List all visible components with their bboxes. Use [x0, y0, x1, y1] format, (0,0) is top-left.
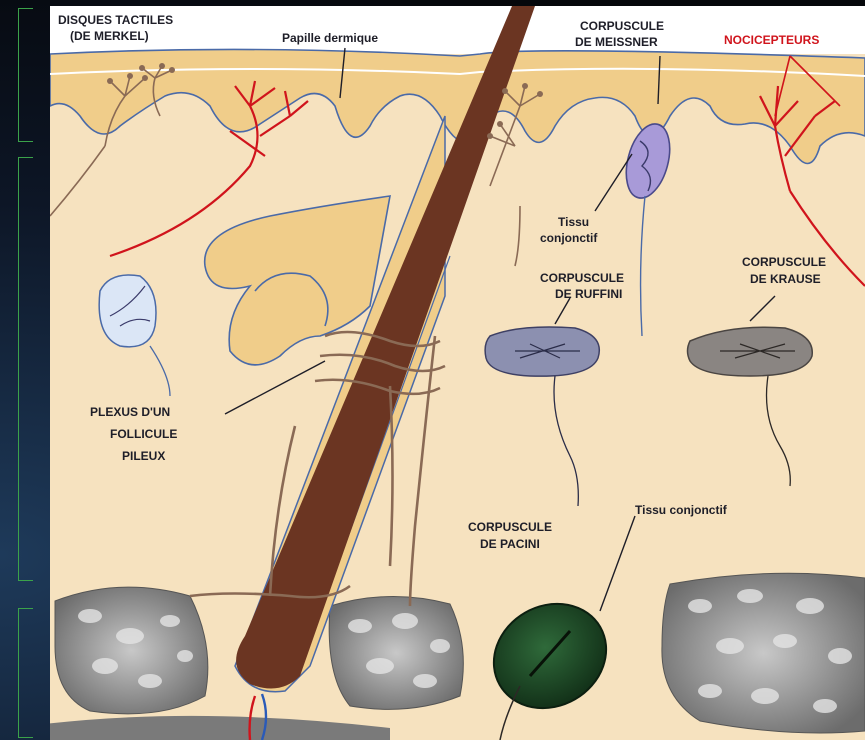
- label-nocicepteurs: NOCICEPTEURS: [724, 33, 819, 47]
- label-merkel-2: (DE MERKEL): [70, 29, 149, 43]
- label-pacini-2: DE PACINI: [480, 537, 540, 551]
- label-ruffini-2: DE RUFFINI: [555, 287, 622, 301]
- layer-bracket-dermis: [18, 157, 33, 581]
- label-krause-2: DE KRAUSE: [750, 272, 821, 286]
- krause-corpuscle: [688, 327, 813, 376]
- label-tissu-pacini: Tissu conjonctif: [635, 503, 728, 517]
- label-meissner-1: CORPUSCULE: [580, 19, 664, 33]
- skin-receptors-diagram: DISQUES TACTILES (DE MERKEL) Papille der…: [50, 6, 865, 740]
- label-tissu-1: Tissu: [558, 215, 589, 229]
- label-tissu-2: conjonctif: [540, 231, 598, 245]
- label-krause-1: CORPUSCULE: [742, 255, 826, 269]
- label-papille: Papille dermique: [282, 31, 378, 45]
- label-plexus-1: PLEXUS D'UN: [90, 405, 170, 419]
- label-ruffini-1: CORPUSCULE: [540, 271, 624, 285]
- tactile-cell: [99, 275, 156, 347]
- label-merkel-1: DISQUES TACTILES: [58, 13, 173, 27]
- label-pacini-1: CORPUSCULE: [468, 520, 552, 534]
- label-meissner-2: DE MEISSNER: [575, 35, 658, 49]
- layer-bracket-hypodermis: [18, 608, 33, 738]
- layer-bracket-epidermis: [18, 8, 33, 142]
- label-plexus-3: PILEUX: [122, 449, 165, 463]
- label-plexus-2: FOLLICULE: [110, 427, 177, 441]
